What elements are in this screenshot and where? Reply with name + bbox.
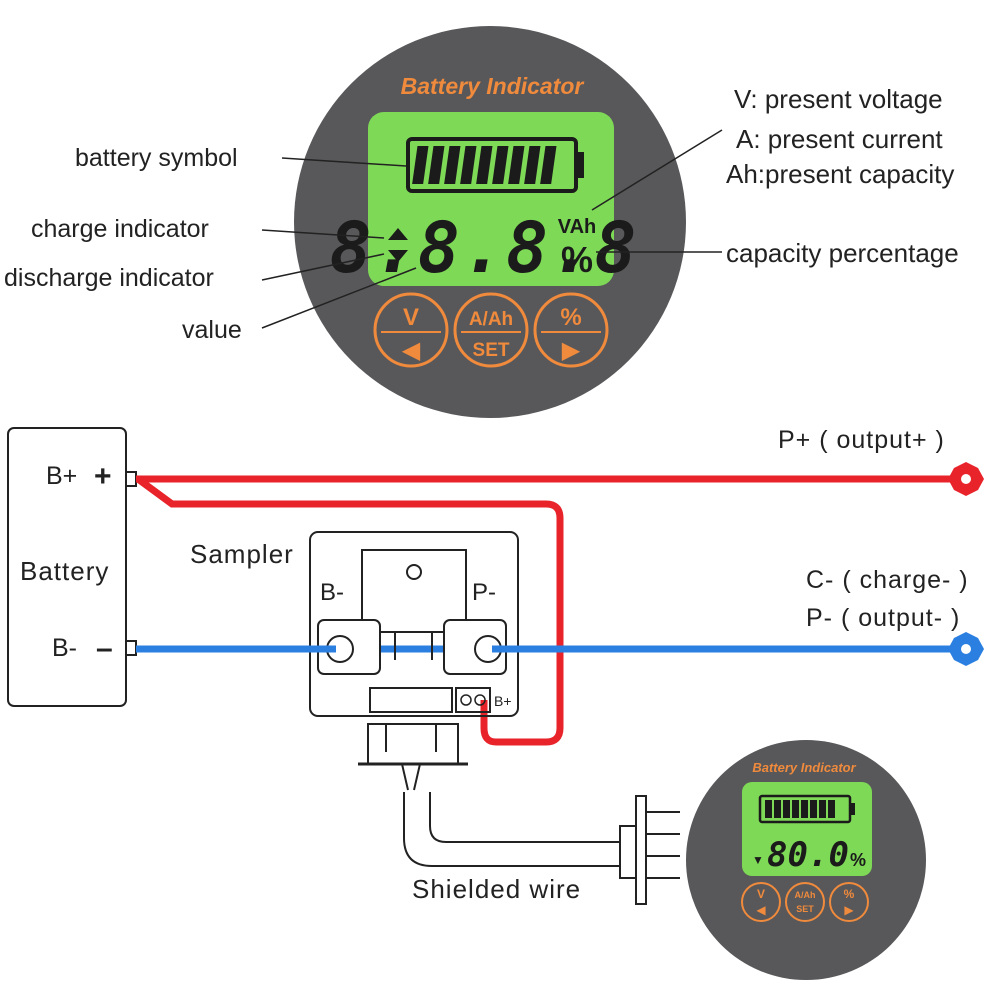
- small-lcd-percent: %: [850, 850, 866, 870]
- voltage-callout: V: present voltage: [734, 84, 943, 114]
- p-plus-label: P+ ( output+ ): [778, 426, 945, 454]
- discharge-indicator-callout: discharge indicator: [4, 264, 214, 292]
- lcd-battery-icon: [406, 137, 584, 193]
- device-face: Battery Indicator 8.8.8.8 VAh: [294, 26, 686, 418]
- b-plus-label: B+: [46, 462, 77, 490]
- capacity-callout: Ah:present capacity: [726, 159, 954, 189]
- c-minus-label: C- ( charge- ): [806, 566, 969, 594]
- small-v-button[interactable]: V ◀: [741, 882, 781, 922]
- lcd-percent: %: [561, 239, 593, 280]
- small-left-arrow-icon: ◀: [756, 903, 766, 917]
- small-a-ah-set-button[interactable]: A/Ah SET: [785, 882, 825, 922]
- value-callout: value: [182, 316, 242, 344]
- discharge-indicator-icon: [388, 250, 408, 262]
- sampler-b-plus-label: B+: [494, 693, 512, 709]
- battery-block: Battery B+ + B- –: [7, 427, 137, 707]
- a-ah-label: A/Ah: [469, 309, 513, 330]
- right-arrow-icon: ▶: [562, 337, 581, 364]
- battery-symbol-callout: battery symbol: [75, 144, 238, 172]
- a-ah-set-button[interactable]: A/Ah SET: [453, 292, 529, 368]
- positive-wire: [135, 475, 960, 746]
- left-arrow-icon: ◀: [402, 337, 421, 364]
- sampler-b-minus-label: B-: [320, 579, 344, 606]
- p-minus-label: P- ( output- ): [806, 604, 960, 632]
- sampler-label: Sampler: [190, 539, 294, 569]
- percent-button-label: %: [560, 304, 581, 331]
- battery-label: Battery: [20, 556, 109, 586]
- lcd-units: VAh: [558, 216, 597, 238]
- set-label: SET: [473, 340, 510, 361]
- small-discharge-indicator-icon: ▼: [752, 853, 764, 867]
- current-callout: A: present current: [736, 124, 943, 154]
- small-percent-button[interactable]: % ▶: [829, 882, 869, 922]
- charge-indicator-callout: charge indicator: [31, 215, 209, 243]
- device-title: Battery Indicator: [401, 73, 585, 99]
- small-right-arrow-icon: ▶: [844, 903, 854, 917]
- minus-sign: –: [96, 632, 113, 665]
- small-set-label: SET: [796, 904, 814, 914]
- v-button-label: V: [403, 304, 419, 331]
- small-percent-label: %: [844, 887, 855, 901]
- percentage-callout: capacity percentage: [726, 238, 959, 268]
- lcd-value: 8.8.8.8: [329, 207, 638, 289]
- b-minus-label: B-: [52, 634, 77, 662]
- small-device: Battery Indicator ▼ 80.0 % V ◀ A/Ah SET …: [686, 740, 926, 980]
- v-button[interactable]: V ◀: [373, 292, 449, 368]
- small-v-label: V: [757, 887, 765, 901]
- sampler-p-minus-label: P-: [472, 579, 496, 606]
- charge-indicator-icon: [388, 228, 408, 240]
- shielded-cable: [358, 723, 680, 905]
- small-lcd-value: 80.0: [767, 835, 849, 875]
- small-device-title: Battery Indicator: [752, 760, 856, 775]
- callout-lines: [261, 129, 723, 329]
- sampler-module: [309, 531, 519, 717]
- shielded-wire-label: Shielded wire: [412, 874, 581, 904]
- percent-button[interactable]: % ▶: [533, 292, 609, 368]
- small-a-ah-label: A/Ah: [795, 890, 816, 900]
- plus-sign: +: [94, 460, 112, 493]
